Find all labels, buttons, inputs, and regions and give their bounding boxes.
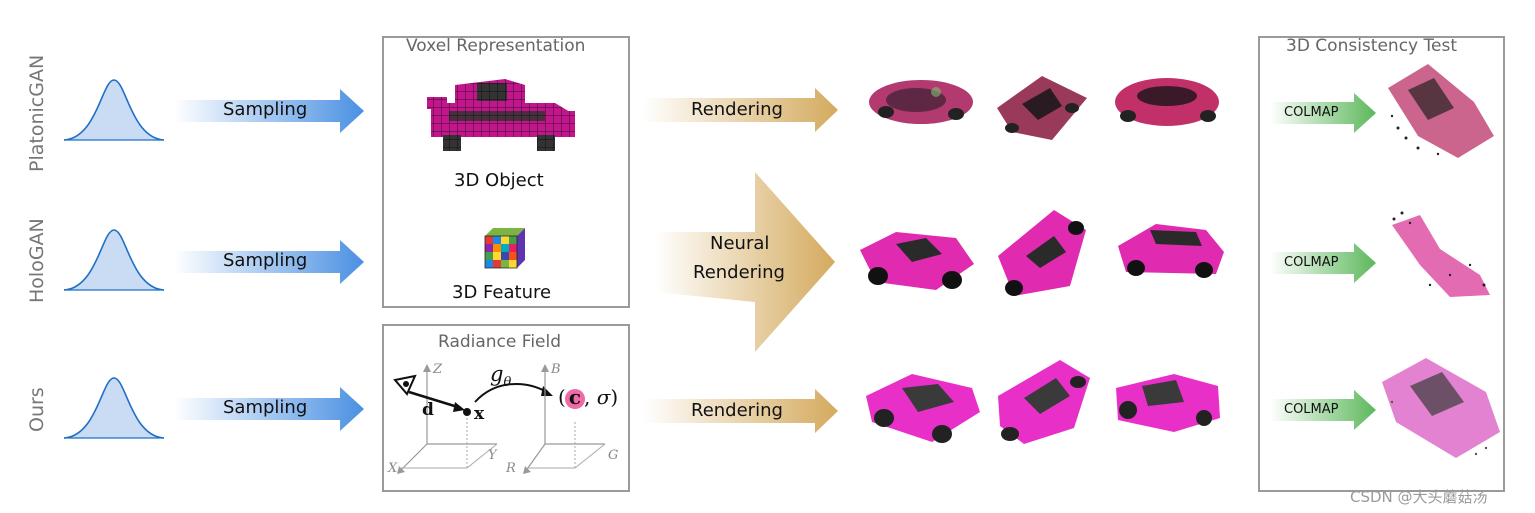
car-render-ours-3 xyxy=(1116,374,1220,432)
consistency-test-box xyxy=(1258,36,1505,492)
axis-label-g: G xyxy=(608,448,619,463)
rendering-arrow-row1 xyxy=(643,88,838,132)
sampling-arrow-row1 xyxy=(174,89,364,133)
network-label-g-symbol: g xyxy=(490,362,504,386)
eye-icon xyxy=(393,374,417,396)
rendering-label-row1: Rendering xyxy=(691,99,783,120)
axis-label-y: Y xyxy=(488,448,497,463)
car-render-ours-2 xyxy=(998,360,1090,444)
neural-rendering-label-line1: Neural xyxy=(710,233,770,254)
gaussian-curve-row2 xyxy=(63,229,165,291)
sampling-arrow-row2 xyxy=(174,240,364,284)
network-label-theta: θ xyxy=(503,375,512,391)
voxel-representation-title: Voxel Representation xyxy=(406,36,586,56)
car-render-hologan-2 xyxy=(998,210,1086,296)
neural-rendering-arrow xyxy=(655,172,835,352)
network-label-g: gθ xyxy=(490,362,511,390)
car-render-hologan-3 xyxy=(1118,224,1224,278)
sampling-label-row3: Sampling xyxy=(223,397,308,418)
car-render-hologan-1 xyxy=(860,232,974,290)
point-cloud-platonicgan xyxy=(1388,64,1494,158)
axis-label-b: B xyxy=(551,362,561,377)
car-render-platonicgan-2 xyxy=(997,76,1087,140)
car-render-ours-1 xyxy=(866,374,980,443)
colmap-label-row1: COLMAP xyxy=(1284,105,1339,120)
rendering-label-row3: Rendering xyxy=(691,400,783,421)
watermark: CSDN @大头蘑菇汤 xyxy=(1350,488,1488,506)
axis-label-z: Z xyxy=(433,362,443,377)
row-label-ours: Ours xyxy=(26,387,48,432)
gaussian-curve-row1 xyxy=(63,79,165,141)
radiance-field-title: Radiance Field xyxy=(438,332,562,352)
colmap-arrow-row2 xyxy=(1270,243,1376,283)
row-label-platonicgan: PlatonicGAN xyxy=(26,54,48,172)
car-render-platonicgan-1 xyxy=(869,80,973,124)
3d-feature-caption: 3D Feature xyxy=(452,282,552,303)
colmap-label-row2: COLMAP xyxy=(1284,255,1339,270)
radiance-field-box xyxy=(382,324,630,492)
sampling-label-row2: Sampling xyxy=(223,250,308,271)
row-label-hologan: HoloGAN xyxy=(26,218,48,303)
axis-label-r: R xyxy=(506,461,516,476)
voxel-representation-box xyxy=(382,36,630,308)
car-render-platonicgan-3 xyxy=(1115,78,1219,126)
output-c: c xyxy=(568,385,581,409)
rendering-arrow-row3 xyxy=(643,389,838,433)
radiance-field-diagram xyxy=(393,364,606,474)
direction-label-d: d xyxy=(422,400,434,420)
3d-object-caption: 3D Object xyxy=(454,170,544,191)
colmap-arrow-row1 xyxy=(1270,93,1376,133)
axis-label-x: X xyxy=(388,461,398,476)
output-sigma: σ xyxy=(596,385,611,409)
output-tuple: (c, σ) xyxy=(558,385,619,409)
gaussian-curve-row3 xyxy=(63,377,165,439)
sampling-label-row1: Sampling xyxy=(223,99,308,120)
colmap-arrow-row3 xyxy=(1270,390,1376,430)
point-cloud-ours xyxy=(1382,358,1500,458)
voxel-car-image xyxy=(427,79,575,151)
point-cloud-hologan xyxy=(1392,211,1490,297)
neural-rendering-label-line2: Rendering xyxy=(693,262,785,283)
colmap-label-row3: COLMAP xyxy=(1284,402,1339,417)
position-label-x: x xyxy=(474,404,485,424)
sampling-arrow-row3 xyxy=(174,387,364,431)
feature-cube-image xyxy=(484,228,525,269)
consistency-test-title: 3D Consistency Test xyxy=(1286,36,1457,56)
